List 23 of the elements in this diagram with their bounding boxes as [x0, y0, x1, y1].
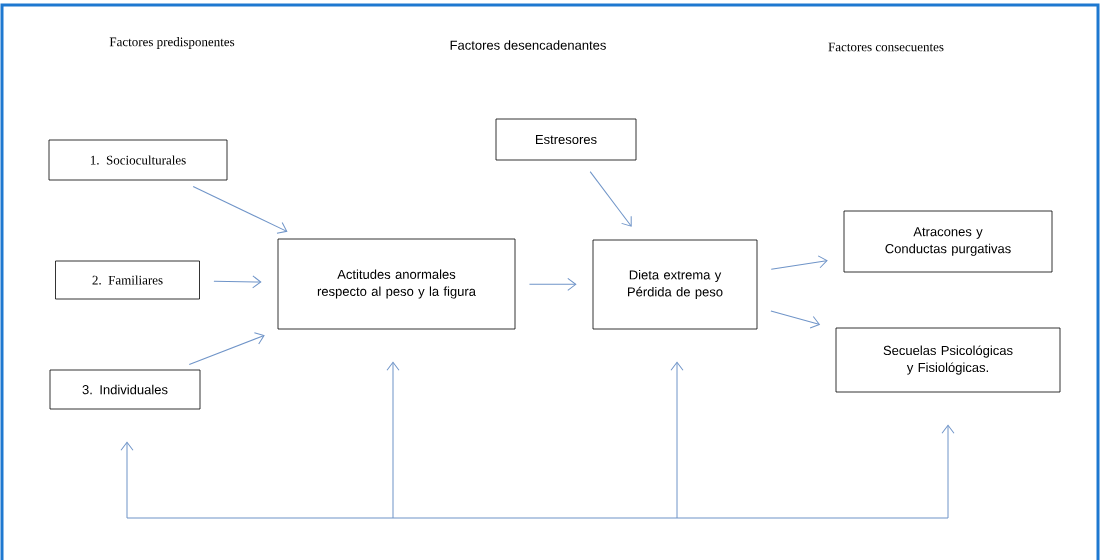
- column-heading: Factores consecuentes: [828, 42, 944, 52]
- text-box: 1. Socioculturales: [48, 139, 228, 181]
- text-box: Actitudes anormales respecto al peso y la figura: [277, 238, 516, 330]
- text-box: Secuelas Psicológicas y Fisiológicas.: [835, 327, 1061, 393]
- arrow: [589, 171, 632, 227]
- column-heading: Factores predisponentes: [109, 37, 235, 49]
- text-box: 3. Individuales: [49, 369, 201, 410]
- arrow: [120, 441, 134, 519]
- arrow: [192, 185, 288, 234]
- arrow: [770, 255, 828, 270]
- arrow: [386, 361, 400, 519]
- text-box: Estresores: [495, 118, 637, 161]
- text-box: Dieta extrema y Pérdida de peso: [592, 239, 758, 330]
- column-heading: Factores desencadenantes: [450, 40, 606, 50]
- arrow: [213, 275, 262, 289]
- connector-line: [126, 517, 949, 519]
- arrow: [770, 310, 820, 329]
- arrow: [670, 361, 684, 519]
- arrow: [941, 424, 955, 519]
- arrow: [188, 332, 265, 366]
- arrow: [528, 277, 577, 291]
- text-box: 2. Familiares: [55, 260, 200, 300]
- text-box: Atracones y Conductas purgativas: [843, 210, 1053, 273]
